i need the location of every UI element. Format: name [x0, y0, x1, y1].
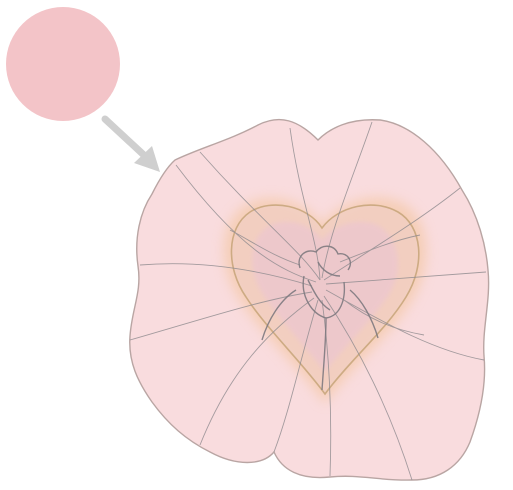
pink-ball: [6, 7, 120, 121]
arrow: [105, 119, 160, 172]
